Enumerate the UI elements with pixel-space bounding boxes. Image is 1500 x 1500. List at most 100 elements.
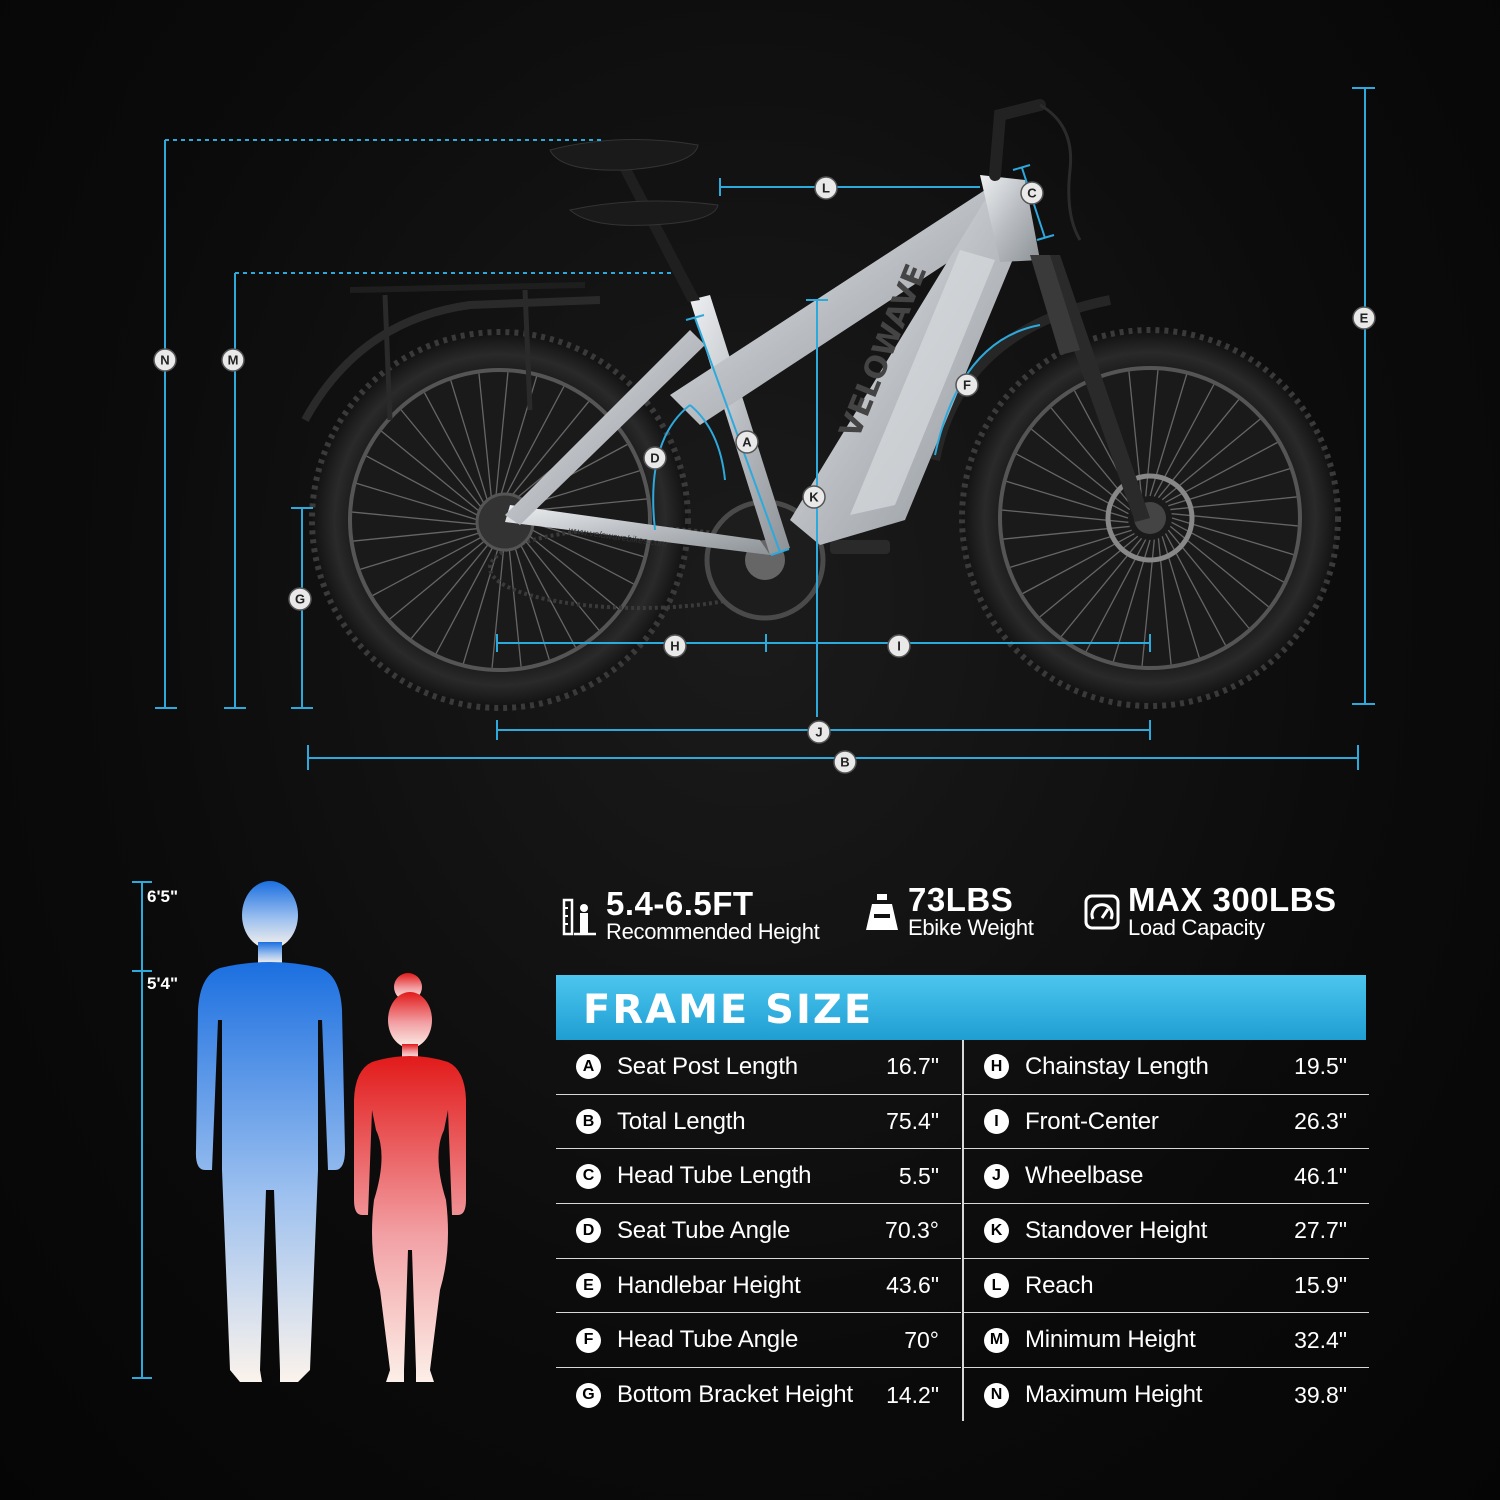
wheel-spoke [356,482,479,521]
wheel-spoke [423,392,486,505]
wheel-spoke [353,527,480,542]
dimension-marker-n: N [153,348,177,372]
dimension-badge: L [984,1273,1009,1299]
wheel-spoke [381,430,481,513]
svg-text:G: G [295,592,305,607]
dimension-value: 32.4" [1294,1326,1347,1353]
wheel-spoke [400,409,483,509]
frame-size-header: FRAME SIZE [556,975,1366,1040]
svg-text:H: H [670,639,679,654]
table-row: D Seat Tube Angle 70.3° [556,1204,961,1259]
spec-caption: Ebike Weight [908,915,1034,940]
svg-text:I: I [897,639,901,654]
spec-value: MAX 300LBS [1128,881,1337,918]
dimension-label: Seat Tube Angle [617,1216,791,1244]
wheel-spoke [507,401,590,501]
dimension-label: Reach [1025,1271,1094,1299]
rear-rack [301,282,601,422]
dimension-marker-f: F [955,373,979,397]
svg-text:E: E [1360,311,1369,326]
dimension-value: 75.4" [886,1108,939,1135]
spec-recommended-height: 5.4-6.5FT Recommended Height [562,887,820,944]
svg-text:M: M [228,353,239,368]
height-scale-bar [132,881,152,1379]
weight-icon [866,894,898,930]
dimension-value: 43.6" [886,1272,939,1299]
bike-frame: VELOWAVE www.velowavebikes.com [505,99,1150,555]
wheel-spoke [503,386,565,499]
dimension-marker-h: H [663,634,687,658]
dimension-value: 15.9" [1294,1272,1347,1299]
dimension-badge: N [984,1382,1009,1408]
dimension-value: 26.3" [1294,1108,1347,1135]
wheel-spoke [519,527,619,610]
column-divider [962,1040,964,1421]
svg-text:J: J [815,725,822,740]
height-label-top: 6'5" [147,887,179,906]
dimension-value: 16.7" [886,1053,939,1080]
wheel-spoke [389,537,489,620]
dimension-value: 5.5" [898,1162,939,1189]
dimension-badge: H [984,1054,1009,1080]
table-row: L Reach 15.9" [964,1259,1369,1314]
dimension-badge: C [576,1163,601,1189]
dimension-badge: A [576,1054,601,1080]
dimension-marker-m: M [221,348,245,372]
dimension-label: Handlebar Height [617,1271,801,1299]
wheel-spoke [352,511,479,525]
dimension-label: Standover Height [1025,1216,1208,1244]
dimension-badge: K [984,1218,1009,1244]
wheel-spoke [366,455,479,517]
wheel-spoke [372,534,485,597]
svg-text:D: D [650,451,659,466]
dimension-label: Head Tube Length [617,1162,812,1190]
dimension-marker-i: I [887,634,911,658]
height-ruler-icon [562,898,596,936]
wheel-spoke [478,373,493,500]
spec-caption: Recommended Height [606,919,820,944]
dimension-badge: D [576,1218,601,1244]
wheel-spoke [450,380,489,502]
bike-geometry-diagram: VELOWAVE www.velowavebikes.com [153,87,1376,774]
dimension-label: Bottom Bracket Height [617,1381,853,1409]
spec-value: 73LBS [908,881,1014,918]
male-silhouette [195,881,345,1382]
dimension-label: Minimum Height [1025,1326,1196,1354]
dimension-marker-b: B [833,750,857,774]
wheel-spoke [491,541,505,668]
svg-text:B: B [840,755,849,770]
frame-size-title: FRAME SIZE [583,987,874,1033]
dimension-marker-j: J [807,720,831,744]
dimension-value: 39.8" [1294,1381,1347,1408]
wheel-spoke [410,539,493,639]
dimension-label: Front-Center [1025,1107,1159,1135]
gauge-icon [1084,894,1120,930]
dimension-value: 70° [904,1326,939,1353]
dimension-value: 46.1" [1294,1162,1347,1189]
table-row: A Seat Post Length 16.7" [556,1040,961,1095]
dimension-marker-a: A [735,430,759,454]
spec-load-capacity: MAX 300LBS Load Capacity [1084,881,1337,940]
dimension-label: Maximum Height [1025,1381,1203,1409]
dimension-marker-g: G [288,587,312,611]
dimension-badge: F [576,1327,601,1353]
wheel-spoke [517,531,600,631]
dimension-badge: G [576,1382,601,1408]
dimension-value: 14.2" [886,1381,939,1408]
dimension-value: 70.3° [885,1217,939,1244]
female-silhouette [354,973,466,1382]
wheel-spoke [511,538,550,660]
wheel-spoke [435,541,497,654]
dimension-marker-e: E [1352,306,1376,330]
dimension-label: Seat Post Length [617,1052,798,1080]
